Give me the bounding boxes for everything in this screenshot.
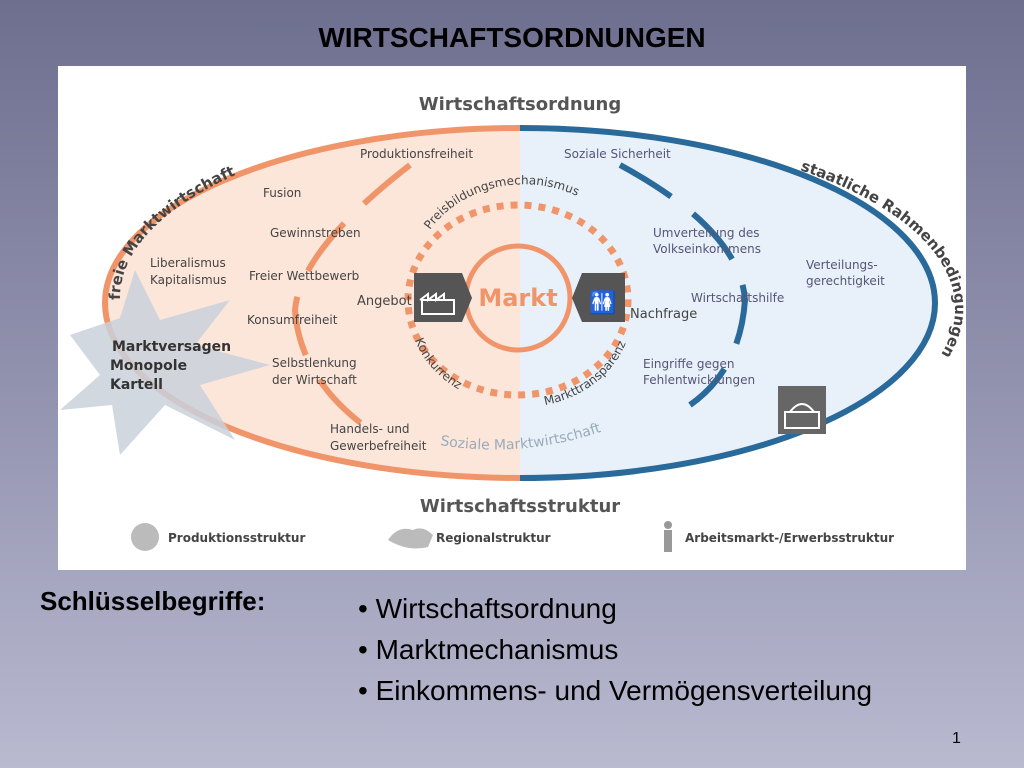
left-item: Produktionsfreiheit [360,147,473,161]
blue-outer-arc [520,125,938,481]
orange-inner-arc [291,162,412,433]
star-item: Marktversagen [112,339,231,355]
state-framework-area [520,128,935,478]
right-item: Wirtschaftshilfe [691,291,784,305]
left-item: Gewerbefreiheit [330,439,427,453]
heading-wirtschaftsstruktur: Wirtschaftsstruktur [420,496,620,517]
left-item: Fusion [263,186,301,200]
orange-outer-arc [102,125,520,481]
star-item: Monopole [110,358,187,374]
key-term: • Wirtschaftsordnung [358,593,617,624]
right-item: Fehlentwicklungen [643,373,755,387]
left-item: der Wirtschaft [272,373,357,387]
worker-icon [664,521,672,552]
left-item: Kapitalismus [150,273,227,287]
left-item: Freier Wettbewerb [249,269,359,283]
left-item: Handels- und [330,422,410,436]
market-failure-star [60,270,270,455]
key-term: • Einkommens- und Vermögensverteilung [358,675,873,706]
key-terms-label: Schlüsselbegriffe: [40,586,266,616]
left-items: Produktionsfreiheit Fusion Gewinnstreben… [150,147,473,453]
label-nachfrage: Nachfrage [630,307,697,322]
svg-text:🚻: 🚻 [589,290,616,316]
right-item: gerechtigkeit [806,274,885,288]
diagram-svg: Markt 🚻 Wirtschaftsordnung Wirtschaftsst… [60,94,969,552]
region-map-icon [388,528,433,549]
market-label: Markt [478,284,557,312]
left-item: Konsumfreiheit [247,313,338,327]
right-item: Volkseinkommens [653,242,761,256]
label-angebot: Angebot [357,294,412,309]
page-number: 1 [952,730,961,747]
heading-wirtschaftsordnung: Wirtschaftsordnung [419,94,621,115]
legend-produktionsstruktur: Produktionsstruktur [168,531,305,545]
right-items: Soziale Sicherheit Umverteilung des Volk… [564,147,885,387]
economic-order-diagram: Markt 🚻 Wirtschaftsordnung Wirtschaftsst… [58,66,969,570]
key-term: • Marktmechanismus [358,634,619,665]
factory-icon [414,273,472,322]
blue-inner-arc [618,162,749,408]
market-economy-area [105,128,520,478]
right-item: Eingriffe gegen [643,357,734,371]
key-terms-list: • Wirtschaftsordnung • Marktmechanismus … [358,588,872,711]
legend-regionalstruktur: Regionalstruktur [436,531,551,545]
star-item: Kartell [110,377,163,393]
market-ring [404,201,632,399]
left-item: Gewinnstreben [270,226,361,240]
legend-arbeitsmarktstruktur: Arbeitsmarkt-/Erwerbsstruktur [685,531,894,545]
left-item: Liberalismus [150,256,226,270]
right-item: Verteilungs- [806,258,878,272]
people-icon: 🚻 [572,273,625,322]
left-item: Selbstlenkung [272,356,357,370]
right-item: Soziale Sicherheit [564,147,671,161]
production-structure-icon [131,523,159,551]
parliament-icon [778,386,826,434]
star-items: Marktversagen Monopole Kartell [110,339,231,393]
slide-title: WIRTSCHAFTSORDNUNGEN [318,22,706,53]
right-item: Umverteilung des [653,226,760,240]
